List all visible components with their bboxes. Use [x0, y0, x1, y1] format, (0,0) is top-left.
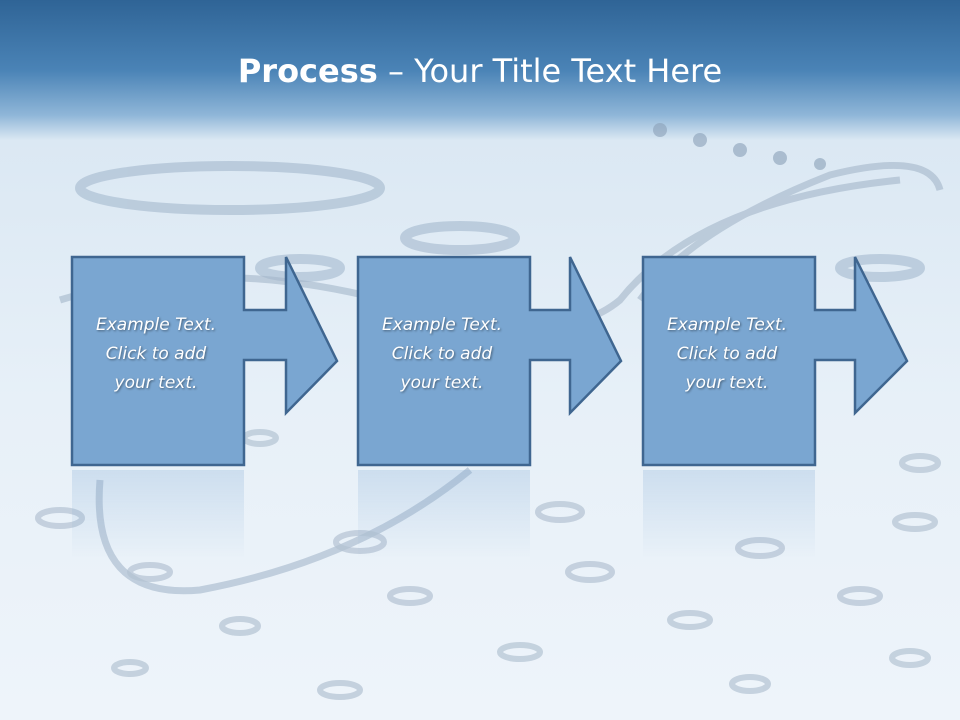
slide-title[interactable]: Process – Your Title Text Here	[0, 52, 960, 90]
step-1-line-2: Click to add	[105, 344, 207, 364]
title-bold-text: Process	[237, 52, 378, 90]
step-2-text: Example Text. Click to add your text.	[356, 311, 528, 398]
step-1-text: Example Text. Click to add your text.	[70, 311, 242, 398]
process-step-3[interactable]: Example Text. Click to add your text.	[641, 255, 911, 470]
step-2-line-2: Click to add	[391, 344, 493, 364]
step-3-reflection	[641, 470, 911, 560]
step-1-line-1: Example Text.	[95, 315, 217, 335]
step-1-line-3: your text.	[114, 373, 198, 393]
process-step-1[interactable]: Example Text. Click to add your text.	[70, 255, 340, 470]
step-3-line-3: your text.	[685, 373, 769, 393]
process-step-2[interactable]: Example Text. Click to add your text.	[356, 255, 626, 470]
title-rest-text: – Your Title Text Here	[377, 52, 723, 90]
step-3-line-2: Click to add	[676, 344, 778, 364]
step-2-line-1: Example Text.	[381, 315, 503, 335]
step-3-line-1: Example Text.	[666, 315, 788, 335]
step-3-text: Example Text. Click to add your text.	[641, 311, 813, 398]
step-1-reflection	[70, 470, 340, 560]
step-2-reflection	[356, 470, 626, 560]
step-2-line-3: your text.	[400, 373, 484, 393]
